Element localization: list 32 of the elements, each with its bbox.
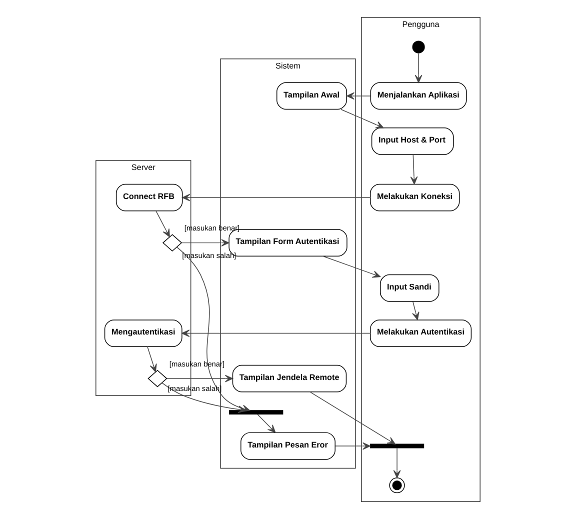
arrow [410,154,418,185]
node-bar [370,444,424,448]
node-circle [412,40,425,54]
arrow [156,210,170,238]
node-box: Tampilan Jendela Remote [232,364,347,392]
arrow [393,448,401,478]
arrow [310,392,396,444]
arrow [322,256,381,278]
arrow [182,330,371,337]
node-diamond [162,234,182,252]
node-box: Melakukan Autentikasi [370,320,472,348]
node-box: Input Host & Port [371,127,454,155]
arrow [334,442,371,450]
node-box: Input Sandi [380,274,440,302]
arrow [181,239,230,247]
node-circle [389,478,405,494]
arrow [340,109,384,128]
arrow [182,194,371,202]
node-bar [229,410,284,415]
arrow [147,346,157,372]
node-box: Tampilan Awal [276,82,347,110]
arrow [414,52,422,83]
node-box: Melakukan Koneksi [370,184,460,212]
arrow [412,301,420,320]
arrow [257,414,276,433]
node-diamond [148,370,168,388]
node-box: Tampilan Pesan Eror [240,432,336,460]
arrow [346,92,371,100]
node-box: Menjalankan Aplikasi [370,82,467,110]
arrow [166,374,234,382]
node-box: Mengautentikasi [104,320,182,348]
node-box: Connect RFB [116,184,183,212]
